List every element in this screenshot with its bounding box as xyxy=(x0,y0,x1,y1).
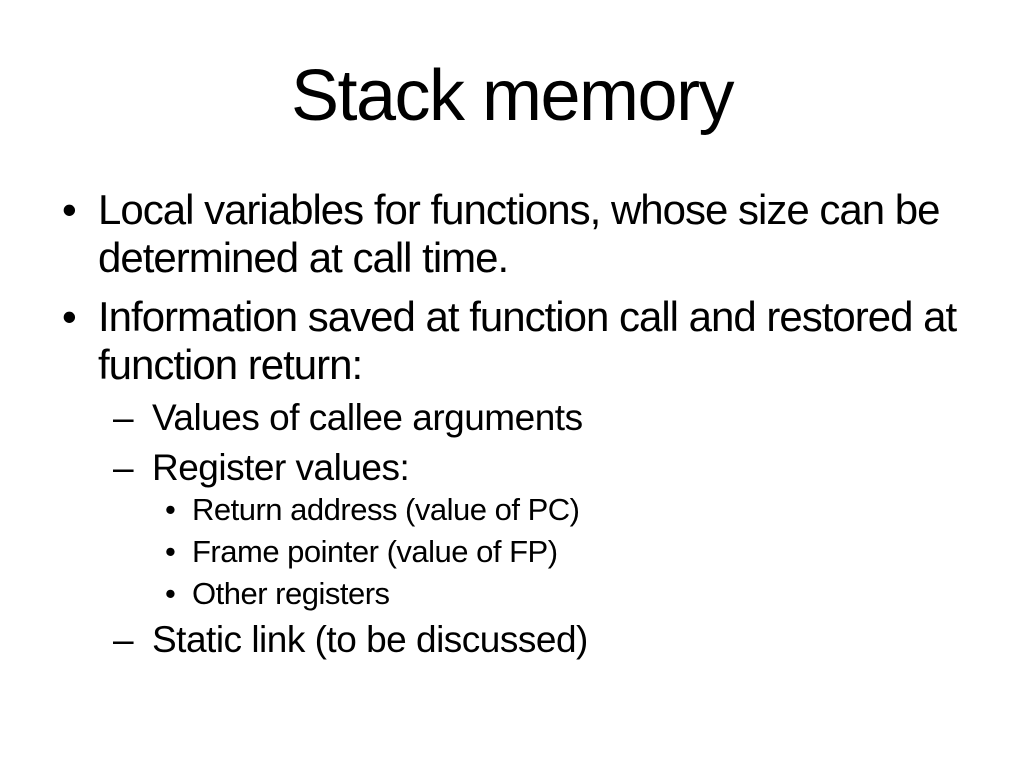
list-item: • Return address (value of PC) xyxy=(165,489,962,531)
dash-icon: – xyxy=(113,397,134,438)
list-item-text: Other registers xyxy=(192,576,390,611)
bullet-icon: • xyxy=(165,492,176,527)
dash-icon: – xyxy=(113,619,134,660)
list-item: – Values of callee arguments xyxy=(113,393,962,443)
bullet-list: • Local variables for functions, whose s… xyxy=(62,186,962,665)
list-item-text: Return address (value of PC) xyxy=(192,492,580,527)
list-item-text: Static link (to be discussed) xyxy=(152,619,588,660)
list-item: • Information saved at function call and… xyxy=(62,293,962,389)
slide-title: Stack memory xyxy=(290,56,735,136)
bullet-icon: • xyxy=(62,186,77,233)
list-item: • Frame pointer (value of FP) xyxy=(165,531,962,573)
list-item-text: Values of callee arguments xyxy=(152,397,583,438)
list-item: • Local variables for functions, whose s… xyxy=(62,186,962,282)
list-item: • Other registers xyxy=(165,573,962,615)
list-item-text: Local variables for functions, whose siz… xyxy=(98,186,941,281)
bullet-icon: • xyxy=(165,576,176,611)
bullet-icon: • xyxy=(62,293,77,340)
list-item: – Static link (to be discussed) xyxy=(113,615,962,665)
list-item: – Register values: xyxy=(113,443,962,493)
dash-icon: – xyxy=(113,447,134,488)
bullet-icon: • xyxy=(165,534,176,569)
list-item-text: Information saved at function call and r… xyxy=(98,293,957,388)
list-item-text: Register values: xyxy=(152,447,410,488)
list-item-text: Frame pointer (value of FP) xyxy=(192,534,558,569)
